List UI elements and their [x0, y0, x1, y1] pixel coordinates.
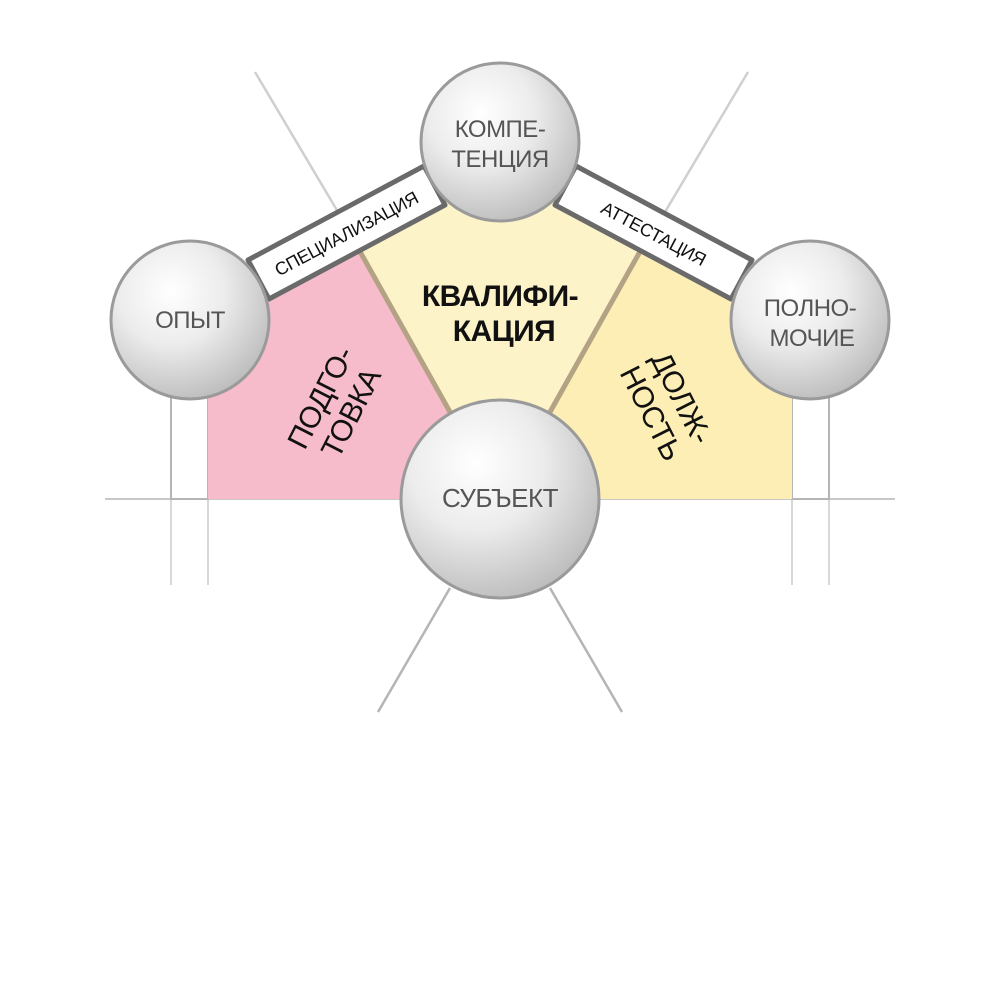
guide-line-upper-right [663, 71, 750, 213]
guide-line-upper-left [253, 71, 340, 213]
guide-line-lower-right [548, 587, 624, 713]
node-experience-label: ОПЫТ [155, 307, 226, 334]
node-authority-label-line2: МОЧИЕ [770, 325, 855, 352]
node-authority: ПОЛНО- МОЧИЕ [729, 239, 891, 401]
divider-right [547, 246, 645, 414]
divider-left [355, 246, 453, 414]
node-experience: ОПЫТ [109, 239, 271, 401]
area-qualification [358, 198, 642, 412]
node-subject: СУБЪЕКТ [399, 398, 601, 600]
node-authority-label-line1: ПОЛНО- [764, 295, 856, 322]
guide-line-lower-left [376, 587, 452, 713]
post-right [791, 389, 830, 500]
node-subject-label: СУБЪЕКТ [442, 483, 559, 513]
node-competence-label-line1: КОМПЕ- [455, 116, 546, 143]
post-left [170, 389, 209, 500]
area-qualification-label-line2: КАЦИЯ [453, 315, 556, 348]
node-competence-label-line2: ТЕНЦИЯ [451, 146, 548, 173]
area-qualification-label-line1: КВАЛИФИ- [422, 280, 578, 313]
node-competence: КОМПЕ- ТЕНЦИЯ [419, 61, 581, 223]
